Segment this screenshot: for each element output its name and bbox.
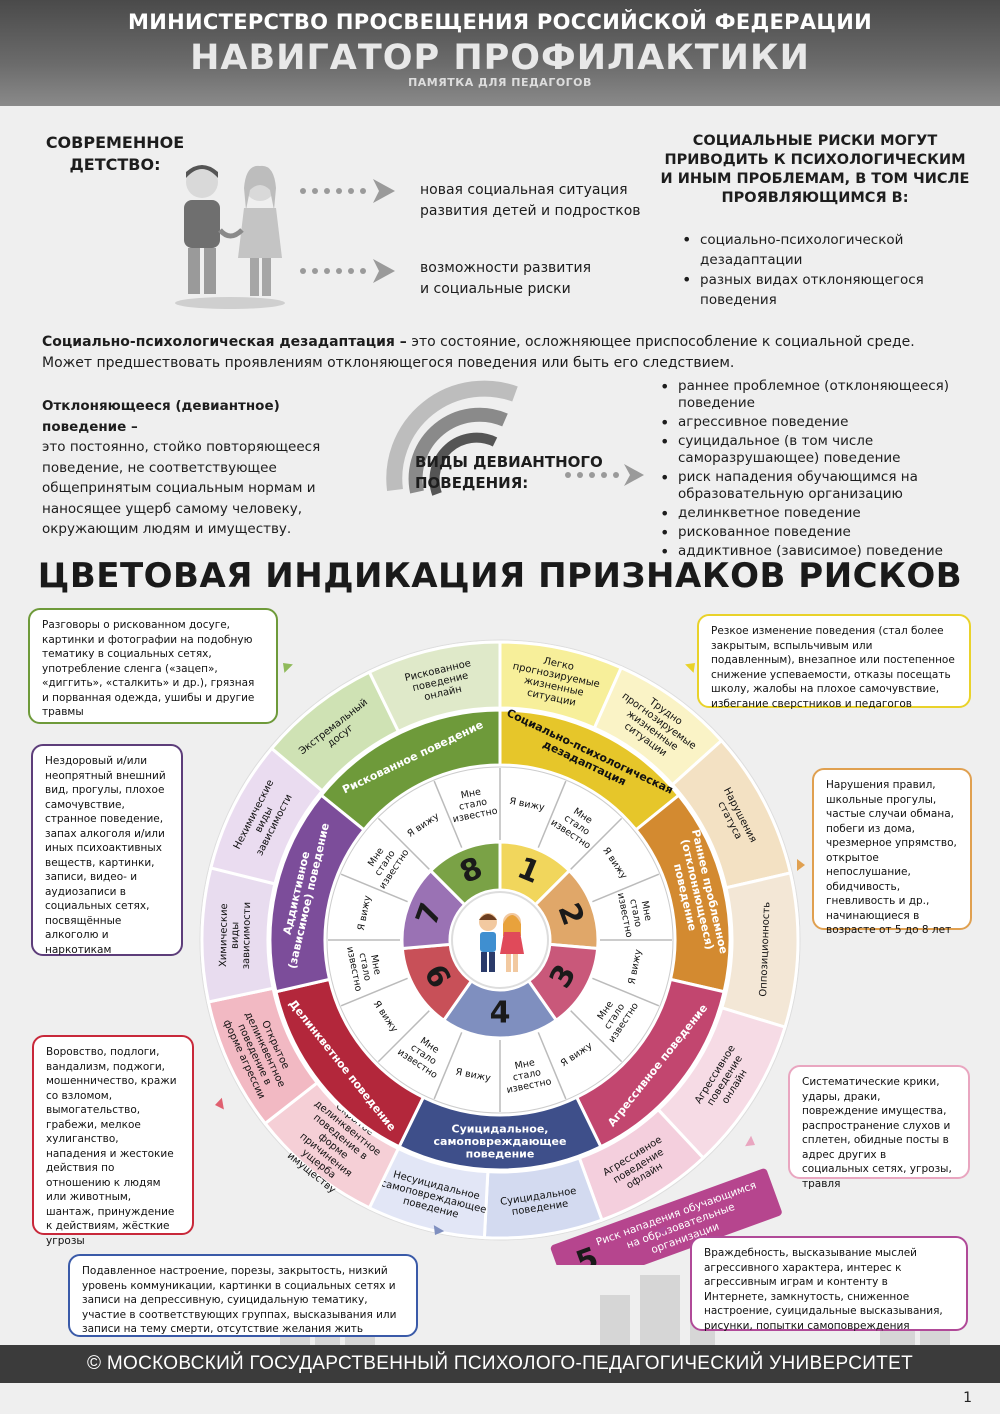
girl-leg <box>513 954 518 972</box>
mid-divider <box>570 1010 623 1063</box>
page-header: МИНИСТЕРСТВО ПРОСВЕЩЕНИЯ РОССИЙСКОЙ ФЕДЕ… <box>0 0 1000 106</box>
callout-orange: Нарушения правил, школьные прогулы, част… <box>812 768 972 936</box>
risks-heading: СОЦИАЛЬНЫЕ РИСКИ МОГУТ ПРИВОДИТЬ К ПСИХО… <box>660 133 970 206</box>
mid-divider <box>570 817 623 870</box>
tab-5-background <box>550 1168 782 1265</box>
mid-label: Мне <box>639 900 654 922</box>
mid-divider <box>592 873 660 903</box>
list-item: социально-психологической дезадаптации <box>678 230 928 270</box>
mid-label: стало <box>627 898 643 928</box>
pointer-arrow-icon <box>745 1135 755 1147</box>
arrow-icon <box>300 179 395 203</box>
mid-divider <box>340 977 408 1007</box>
mid-label: Мне <box>514 1057 536 1072</box>
mid-label: Мне <box>368 954 383 976</box>
boy-shirt <box>480 932 496 952</box>
inner-sector <box>428 840 502 907</box>
outer-segment <box>269 670 401 793</box>
list-item: раннее проблемное (отклоняющееся) поведе… <box>656 378 976 412</box>
pointer-arrow-icon <box>283 663 293 673</box>
mid-divider <box>537 1032 567 1100</box>
childhood-heading: СОВРЕМЕННОЕ ДЕТСТВО: <box>45 133 185 174</box>
mid-divider <box>377 1010 430 1063</box>
decorative-arcs <box>386 380 518 496</box>
boy-hair <box>479 914 497 920</box>
list-item: разных видах отклоняющегося поведения <box>678 270 928 310</box>
mid-label: стало <box>458 796 488 812</box>
mid-label: Мне <box>460 787 482 802</box>
list-item: риск нападения обучающимся на образовате… <box>656 469 976 503</box>
girl-leg <box>506 954 511 972</box>
callout-purple: Нездоровый и/или неопрятный внешний вид,… <box>31 744 183 956</box>
pointer-arrow-icon <box>685 663 695 673</box>
mid-divider <box>433 780 463 848</box>
band-segment-label: самоповреждающее <box>434 1135 567 1148</box>
dezadaptation-definition: Социально-психологическая дезадаптация –… <box>42 334 915 371</box>
page-subtitle: ПАМЯТКА ДЛЯ ПЕДАГОГОВ <box>408 76 592 89</box>
boy-leg <box>481 952 487 972</box>
section-title: ЦВЕТОВАЯ ИНДИКАЦИЯ ПРИЗНАКОВ РИСКОВ <box>37 556 963 596</box>
childhood-item-1: новая социальная ситуация развития детей… <box>420 182 641 219</box>
ministry-title: МИНИСТЕРСТВО ПРОСВЕЩЕНИЯ РОССИЙСКОЙ ФЕДЕ… <box>128 10 872 34</box>
pointer-arrow-icon <box>797 859 805 871</box>
childhood-item-2: возможности развития и социальные риски <box>420 260 592 297</box>
footer-copyright: © МОСКОВСКИЙ ГОСУДАРСТВЕННЫЙ ПСИХОЛОГО-П… <box>0 1345 1000 1383</box>
callout-green: Разговоры о рискованном досуге, картинки… <box>28 608 278 724</box>
callout-yellow: Резкое изменение поведения (стал более з… <box>697 614 971 710</box>
arrow-icon <box>565 464 644 486</box>
outer-segment-label: Химические <box>218 903 230 967</box>
center-circle <box>451 891 549 989</box>
page-number: 1 <box>963 1390 972 1406</box>
page-title: НАВИГАТОР ПРОФИЛАКТИКИ <box>190 38 810 78</box>
pointer-arrow-icon <box>215 1097 224 1110</box>
list-item: рискованное поведение <box>656 524 976 541</box>
list-item: агрессивное поведение <box>656 414 976 431</box>
deviant-definition: Отклоняющееся (девиантное) поведение – э… <box>42 398 321 537</box>
band-segment <box>268 793 367 994</box>
arrow-icon <box>300 259 395 283</box>
mid-divider <box>537 780 567 848</box>
callout-pink: Систематические крики, удары, драки, пов… <box>788 1065 970 1190</box>
outer-segment-label: зависимости <box>241 902 253 970</box>
outer-segment-label: виды <box>230 922 241 949</box>
band-segment-label: Суицидальное, <box>452 1122 549 1135</box>
list-item: суицидальное (в том числе саморазрушающе… <box>656 433 976 467</box>
list-item: делинкветное поведение <box>656 505 976 522</box>
deviant-types-list: раннее проблемное (отклоняющееся) поведе… <box>656 378 976 560</box>
pointer-arrow-icon <box>433 1225 445 1235</box>
risks-list: социально-психологической дезадаптации р… <box>678 230 928 310</box>
pointer-arrow-icon <box>655 1225 667 1235</box>
mid-label: стало <box>512 1067 542 1083</box>
deviant-types-label: ВИДЫ ДЕВИАНТНОГО ПОВЕДЕНИЯ: <box>415 453 603 492</box>
mid-label: стало <box>356 952 372 982</box>
girl-dress <box>500 932 524 954</box>
mid-divider <box>433 1032 463 1100</box>
callout-red: Воровство, подлоги, вандализм, поджоги, … <box>32 1035 194 1247</box>
callout-magenta: Враждебность, высказывание мыслей агресс… <box>690 1236 968 1332</box>
mid-divider <box>340 873 408 903</box>
risk-wheel: РискованноеповедениеонлайнЛегкопрогнозир… <box>199 639 805 1265</box>
mid-divider <box>592 977 660 1007</box>
mid-divider <box>377 817 430 870</box>
callout-blue: Подавленное настроение, порезы, закрытос… <box>68 1254 418 1337</box>
children-illustration <box>175 165 285 309</box>
girl-hair <box>503 915 521 936</box>
boy-leg <box>489 952 495 972</box>
list-item: аддиктивное (зависимое) поведение <box>656 543 976 560</box>
outer-segment-label: Оппозиционность <box>758 902 772 997</box>
band-segment-label: поведение <box>466 1148 535 1161</box>
inner-sector-number: 4 <box>490 996 511 1031</box>
